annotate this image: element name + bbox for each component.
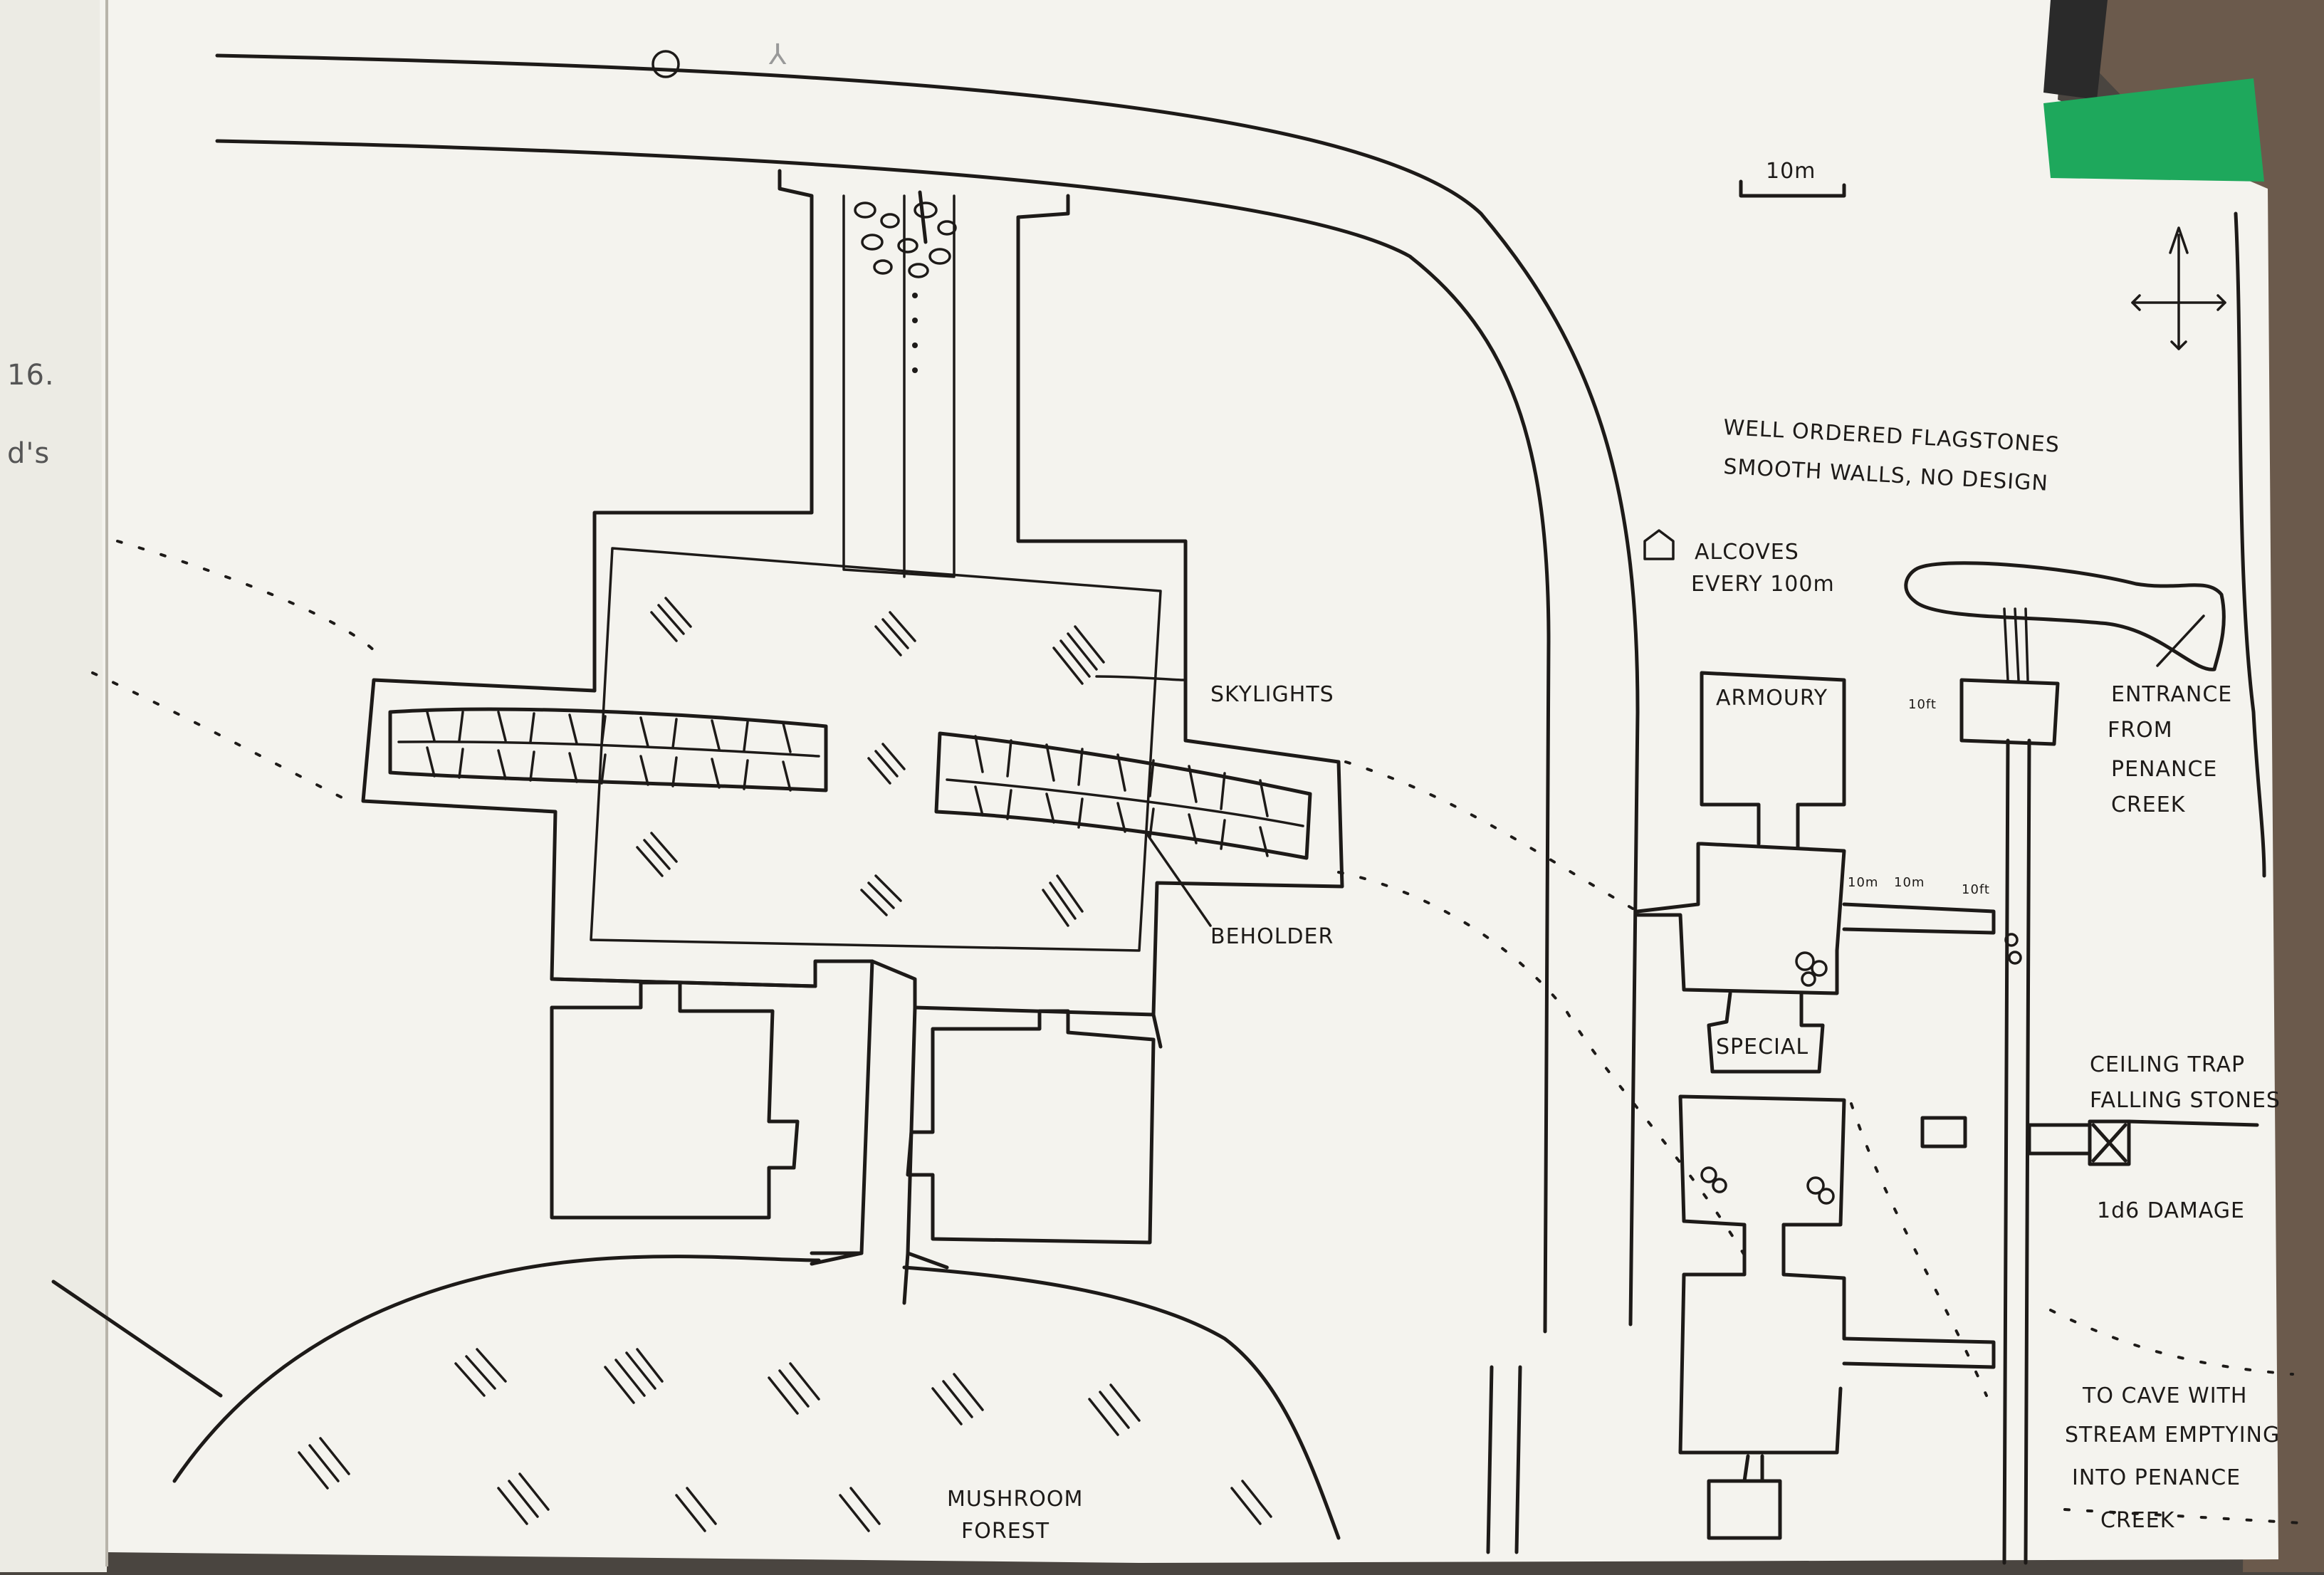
special-label: SPECIAL xyxy=(1716,1035,1809,1059)
entrance-cave xyxy=(1904,561,2226,671)
mushroom-forest-edge xyxy=(172,1255,1341,1540)
tenft-label-a: 10ft xyxy=(1908,697,1937,712)
entrance-pointer xyxy=(2156,614,2205,667)
alcove-icon xyxy=(1643,529,1675,560)
east-landing xyxy=(1959,678,2060,746)
sketch-page xyxy=(100,0,2278,1563)
south-passage-entry xyxy=(870,959,917,1010)
trap-line xyxy=(2127,1119,2259,1127)
rail-north xyxy=(1842,902,1996,935)
entrance-note-3: PENANCE xyxy=(2111,757,2217,782)
central-room xyxy=(1635,842,1846,995)
trail-east-3 xyxy=(1850,1102,1988,1397)
tenm-label-a: 10m xyxy=(1848,875,1878,890)
trail-cave-2 xyxy=(2063,1508,2315,1525)
trail-east-1 xyxy=(1344,760,1639,913)
road-marker-icon xyxy=(651,50,680,78)
tenm-label-b: 10m xyxy=(1894,875,1925,890)
se-room-link xyxy=(1151,1012,1163,1049)
north-corridor-right xyxy=(1016,194,1188,707)
margin-note-2: d's xyxy=(7,437,50,470)
east-colonnade xyxy=(934,731,1312,860)
forest-label-2: FOREST xyxy=(961,1519,1050,1544)
corner-line xyxy=(51,1280,223,1398)
south-annex-link xyxy=(1742,1454,1764,1483)
special-room xyxy=(1707,991,1825,1074)
alcoves-note-1: ALCOVES xyxy=(1695,540,1799,565)
mushroom-hatches xyxy=(298,1348,1272,1532)
skylight-leader xyxy=(1095,675,1187,681)
trail-east-2 xyxy=(1337,871,1753,1269)
north-corridor-left xyxy=(592,169,814,693)
southeast-room xyxy=(906,1009,1156,1245)
beholder-label: BEHOLDER xyxy=(1210,924,1334,949)
cave-note-2: STREAM EMPTYING xyxy=(2065,1423,2280,1448)
trap-note-1: CEILING TRAP xyxy=(2090,1052,2245,1077)
skylight-hatches xyxy=(636,597,1105,927)
sw-room-top xyxy=(550,977,817,988)
inner-road-wall xyxy=(215,139,1551,1334)
trail-west-2 xyxy=(91,671,350,802)
left-page xyxy=(0,0,114,1572)
cave-note-4: CREEK xyxy=(2100,1508,2175,1533)
cave-note-3: INTO PENANCE xyxy=(2072,1465,2241,1490)
west-colonnade xyxy=(388,707,828,792)
inner-hall xyxy=(590,547,1162,952)
east-boundary xyxy=(2234,211,2266,878)
south-exit xyxy=(810,1251,949,1270)
outer-road-wall xyxy=(215,53,1640,1327)
green-tape xyxy=(2043,78,2264,182)
ceiling-trap-icon xyxy=(2088,1119,2131,1166)
entrance-note-4: CREEK xyxy=(2111,792,2186,817)
road-end-wall-2 xyxy=(1486,1365,1494,1554)
armoury-room xyxy=(1700,671,1846,849)
alcoves-note-2: EVERY 100m xyxy=(1691,572,1835,597)
entrance-note-1: ENTRANCE xyxy=(2111,682,2232,707)
skylights-label: SKYLIGHTS xyxy=(1210,682,1334,707)
scale-bar xyxy=(1739,179,1846,198)
page-mark: ⅄ xyxy=(768,38,787,71)
compass-icon xyxy=(2131,226,2226,350)
notebook-cover xyxy=(2043,0,2108,100)
entrance-note-2: FROM xyxy=(2108,718,2173,743)
beholder-leader xyxy=(1145,832,1212,927)
trap-note-2: FALLING STONES xyxy=(2090,1088,2281,1113)
southwest-room xyxy=(550,980,800,1220)
margin-note-1: 16. xyxy=(7,359,55,392)
rail-south xyxy=(1842,1336,1996,1369)
cave-note-1: TO CAVE WITH xyxy=(2082,1383,2247,1408)
scale-label: 10m xyxy=(1766,159,1816,184)
rubble-pile xyxy=(854,190,957,373)
forest-label-1: MUSHROOM xyxy=(947,1487,1083,1512)
east-stairs xyxy=(2003,607,2029,681)
tenft-label-b: 10ft xyxy=(1962,882,1990,897)
east-rubble xyxy=(1700,933,2022,1205)
road-end-wall xyxy=(1514,1365,1522,1554)
armoury-label: ARMOURY xyxy=(1716,686,1828,711)
north-passage xyxy=(842,194,956,578)
south-rooms xyxy=(1678,1094,1846,1455)
south-annex xyxy=(1707,1479,1782,1540)
damage-note: 1d6 DAMAGE xyxy=(2097,1198,2245,1223)
